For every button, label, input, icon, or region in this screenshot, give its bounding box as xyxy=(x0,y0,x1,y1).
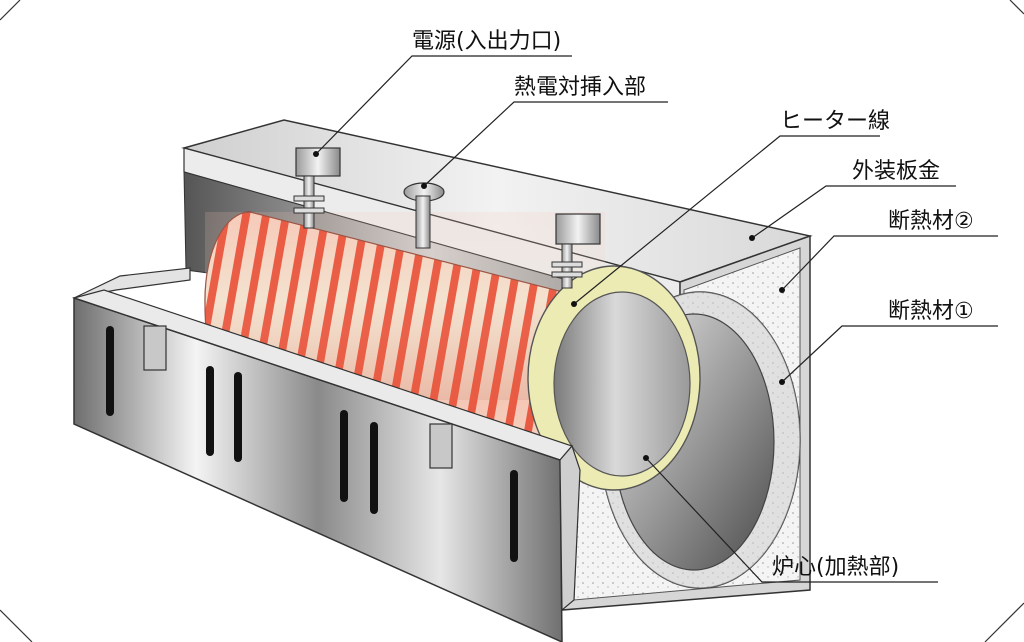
label-insulation-1: 断熱材① xyxy=(888,299,974,324)
label-power-terminal: 電源(入出力口) xyxy=(412,29,561,54)
label-heater-wire: ヒーター線 xyxy=(780,109,890,134)
thermocouple-port-post xyxy=(403,182,445,249)
label-insulation-2: 断熱材② xyxy=(888,209,974,234)
label-thermocouple-port: 熱電対挿入部 xyxy=(514,75,646,100)
label-furnace-core: 炉心(加熱部) xyxy=(772,555,899,580)
power-terminal-right xyxy=(551,213,601,289)
front-latches xyxy=(143,325,453,469)
furnace-core xyxy=(527,265,701,491)
front-housing xyxy=(71,267,581,642)
front-slots xyxy=(106,326,518,562)
leader-dots xyxy=(313,151,785,461)
leader-lines xyxy=(315,55,998,583)
label-outer-sheet-metal: 外装板金 xyxy=(852,159,940,184)
